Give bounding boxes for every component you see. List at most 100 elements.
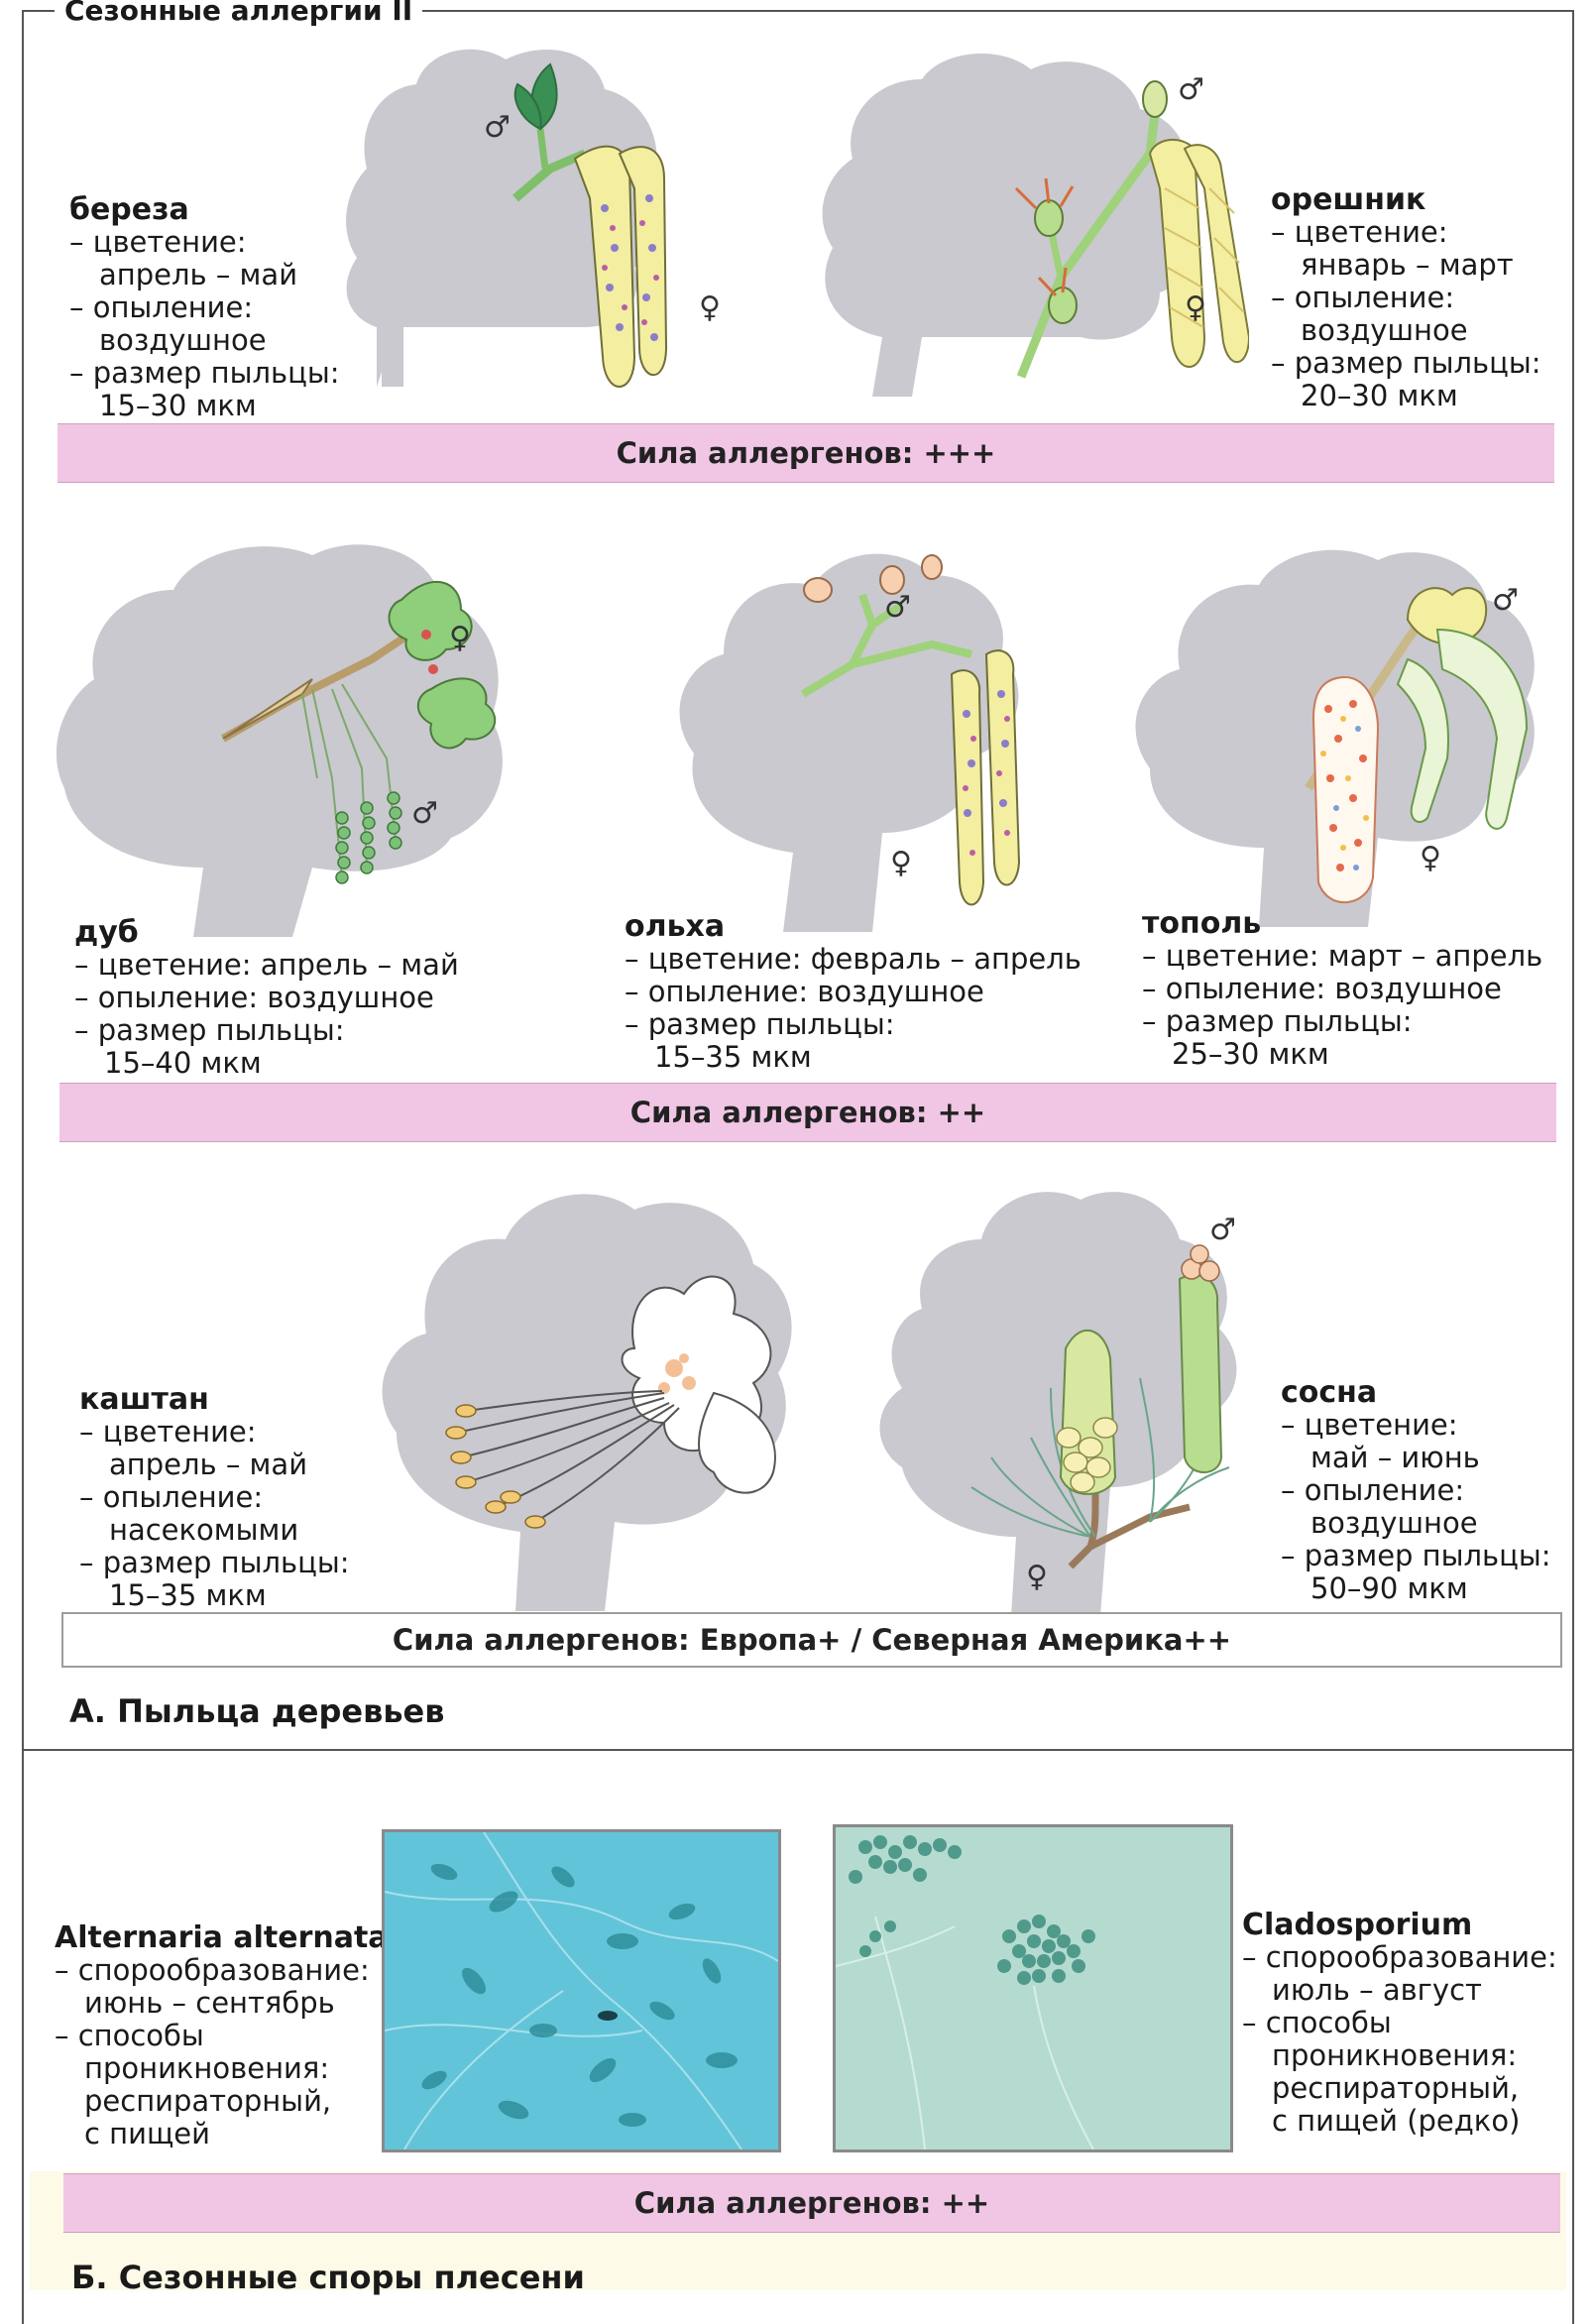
allergen-strength-bar: Сила аллергенов: ++ [59, 1083, 1556, 1142]
alternaria-line: – способы [55, 2019, 204, 2052]
hazel-line: 20–30 мкм [1301, 379, 1458, 412]
frame-line [1572, 10, 1574, 1750]
male-symbol: ♂ [1492, 583, 1519, 618]
allergen-strength-bar: Сила аллергенов: Европа+ / Северная Амер… [61, 1612, 1562, 1668]
frame-line [22, 10, 56, 12]
hazel-line: январь – март [1301, 248, 1514, 282]
oak-line: 15–40 мкм [104, 1046, 262, 1080]
mold-name: Alternaria alternata [55, 1920, 389, 1955]
chestnut-line: – опыление: [79, 1480, 264, 1514]
frame-line [22, 10, 24, 1750]
poplar-line: 25–30 мкм [1172, 1037, 1329, 1071]
alternaria-line: июнь – сентябрь [84, 1986, 335, 2020]
tree-name: дуб [74, 915, 139, 950]
birch-line: апрель – май [99, 258, 298, 291]
frame-line [414, 10, 1574, 12]
pine-line: – размер пыльцы: [1281, 1539, 1551, 1572]
cladosporium-line: – спорообразование: [1242, 1940, 1557, 1974]
female-symbol: ♀ [890, 846, 912, 880]
hazel-line: – опыление: [1271, 281, 1455, 314]
cladosporium-line: респираторный, [1272, 2071, 1520, 2105]
allergen-strength-bar: Сила аллергенов: +++ [57, 423, 1554, 483]
male-symbol: ♂ [1209, 1213, 1236, 1247]
cladosporium-entry: Cladosporium – спорообразование: июль – … [1242, 1909, 1557, 2138]
mold-name: Cladosporium [1242, 1908, 1473, 1942]
oak-line: – размер пыльцы: [74, 1013, 345, 1047]
section-b-label: Б. Сезонные споры плесени [71, 2259, 585, 2296]
tree-name: каштан [79, 1382, 209, 1417]
alder-line: – цветение: февраль – апрель [625, 942, 1082, 976]
male-symbol: ♂ [484, 110, 511, 145]
alder-entry: ольха – цветение: февраль – апрель – опы… [625, 910, 1082, 1074]
birch-entry: береза – цветение: апрель – май – опылен… [69, 193, 340, 422]
birch-line: – цветение: [69, 225, 247, 259]
tree-name: тополь [1142, 906, 1262, 941]
hazel-entry: орешник – цветение: январь – март – опыл… [1271, 183, 1541, 412]
oak-line: – опыление: воздушное [74, 981, 434, 1014]
pine-entry: сосна – цветение: май – июнь – опыление:… [1281, 1376, 1551, 1605]
chestnut-line: – цветение: [79, 1415, 257, 1449]
hazel-line: – размер пыльцы: [1271, 346, 1541, 380]
frame-line [1572, 1749, 1574, 2324]
pine-line: – цветение: [1281, 1408, 1458, 1442]
chestnut-illustration [382, 1194, 792, 1611]
alder-line: 15–35 мкм [654, 1040, 812, 1074]
poplar-line: – опыление: воздушное [1142, 972, 1502, 1005]
male-symbol: ♂ [884, 590, 911, 625]
alternaria-line: – спорообразование: [55, 1953, 370, 1987]
alder-line: – размер пыльцы: [625, 1007, 895, 1041]
alternaria-micrograph [382, 1829, 781, 2152]
chestnut-line: – размер пыльцы: [79, 1546, 350, 1579]
pine-illustration: ♂ ♀ [879, 1192, 1237, 1616]
poplar-line: – цветение: март – апрель [1142, 939, 1543, 973]
hazel-line: – цветение: [1271, 215, 1448, 249]
oak-line: – цветение: апрель – май [74, 948, 459, 982]
female-symbol: ♀ [1420, 841, 1441, 875]
hazel-line: воздушное [1301, 313, 1468, 347]
section-divider [22, 1749, 1574, 1751]
oak-illustration: ♀ ♂ [56, 544, 503, 937]
male-symbol: ♂ [411, 796, 438, 831]
pine-line: – опыление: [1281, 1473, 1465, 1507]
poplar-illustration: ♂ ♀ [1135, 549, 1535, 927]
oak-entry: дуб – цветение: апрель – май – опыление:… [74, 916, 459, 1080]
tree-name: ольха [625, 909, 726, 944]
birch-line: воздушное [99, 323, 267, 357]
chestnut-entry: каштан – цветение: апрель – май – опылен… [79, 1383, 350, 1612]
tree-name: орешник [1271, 182, 1426, 217]
birch-line: – опыление: [69, 290, 254, 324]
male-symbol: ♂ [1178, 72, 1204, 107]
alternaria-line: проникновения: [84, 2051, 330, 2085]
birch-line: – размер пыльцы: [69, 356, 340, 390]
allergen-strength-bar: Сила аллергенов: ++ [63, 2173, 1560, 2233]
hazel-illustration: ♂ ♀ [822, 53, 1249, 398]
female-symbol: ♀ [449, 621, 471, 655]
frame-line [22, 1749, 24, 2324]
alternaria-line: респираторный, [84, 2084, 332, 2118]
cladosporium-line: – способы [1242, 2006, 1392, 2039]
cladosporium-micrograph [833, 1824, 1233, 2152]
poplar-entry: тополь – цветение: март – апрель – опыле… [1142, 907, 1542, 1071]
tree-name: сосна [1281, 1375, 1378, 1410]
alder-line: – опыление: воздушное [625, 975, 984, 1008]
poplar-line: – размер пыльцы: [1142, 1004, 1413, 1038]
pine-line: 50–90 мкм [1310, 1571, 1468, 1605]
pine-line: воздушное [1310, 1506, 1478, 1540]
chestnut-line: апрель – май [109, 1448, 308, 1481]
birch-line: 15–30 мкм [99, 389, 257, 422]
page-title: Сезонные аллергии II [55, 0, 423, 27]
chestnut-line: 15–35 мкм [109, 1578, 267, 1612]
tree-name: береза [69, 192, 189, 227]
cladosporium-line: проникновения: [1272, 2038, 1518, 2072]
chestnut-line: насекомыми [109, 1513, 299, 1547]
female-symbol: ♀ [1185, 290, 1206, 325]
female-symbol: ♀ [1026, 1560, 1048, 1594]
cladosporium-line: июль – август [1272, 1973, 1482, 2007]
pine-line: май – июнь [1310, 1441, 1480, 1474]
cladosporium-line: с пищей (редко) [1272, 2104, 1521, 2138]
female-symbol: ♀ [699, 290, 721, 325]
birch-illustration: ♂ ♀ [346, 49, 721, 388]
section-a-label: А. Пыльца деревьев [69, 1692, 445, 1730]
alternaria-line: с пищей [84, 2117, 210, 2150]
alternaria-entry: Alternaria alternata – спорообразование:… [55, 1921, 389, 2150]
